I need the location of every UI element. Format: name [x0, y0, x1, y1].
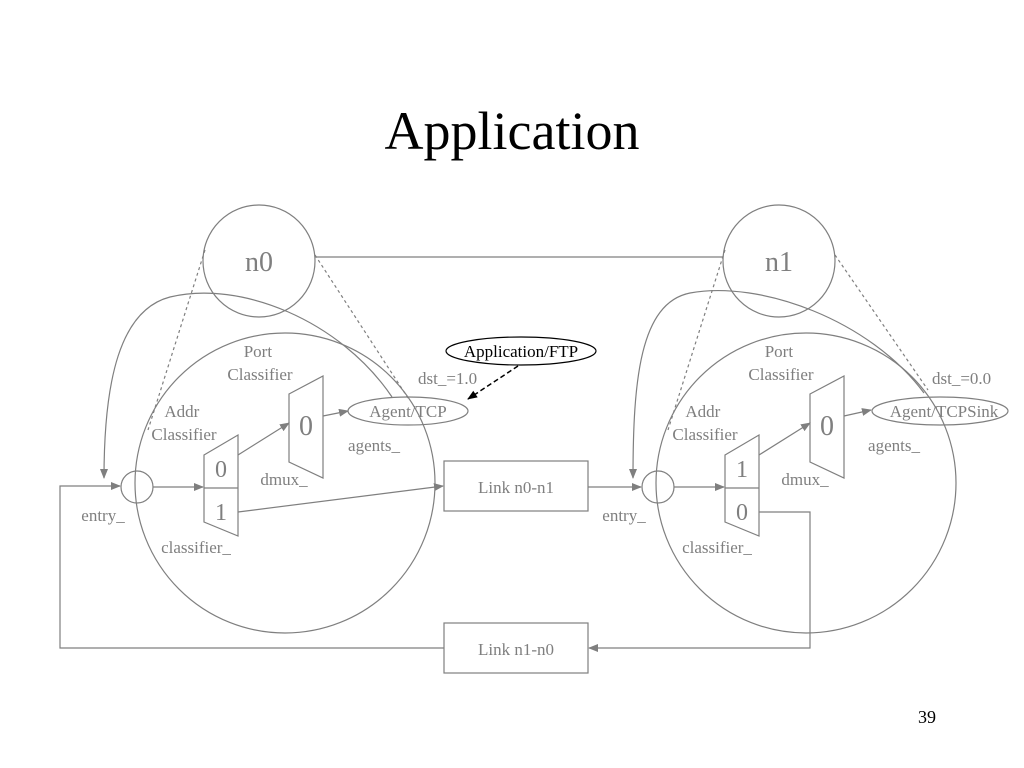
node-n0-dmux-to-agent-arrow: [322, 408, 349, 417]
node-n1-classifier-to-dmux-arrow: [758, 422, 811, 456]
application-ftp-label: Application/FTP: [464, 342, 578, 361]
node-n1-port-classifier-label: Port Classifier: [748, 342, 813, 384]
node-n0-dst-label: dst_=1.0: [418, 369, 477, 388]
node-n1-entry: [641, 470, 675, 504]
node-n0-entry-label: entry_: [81, 506, 125, 525]
slide-title: Application: [384, 101, 640, 161]
application-to-agent-arrow: [467, 365, 519, 400]
node-n0-addr-classifier-label: Addr Classifier: [151, 402, 216, 444]
node-n0: n0 Port Classifier Addr Classifier 0 1 0…: [81, 204, 477, 634]
node-n1-addr-slot-1: 1: [736, 457, 748, 483]
node-n0-classifier-label: classifier_: [161, 538, 231, 557]
node-n0-agents-label: agents_: [348, 436, 400, 455]
node-n1-zoom-line-right: [834, 254, 929, 391]
node-n1-agents-label: agents_: [868, 436, 920, 455]
node-n1: n1 Port Classifier Addr Classifier 1 0 0…: [602, 204, 1009, 634]
node-n0-addr-slot-1: 1: [215, 500, 227, 526]
node-n0-label: n0: [245, 247, 273, 278]
node-n1-agent[interactable]: [871, 396, 1009, 426]
link-n1-n0-label: Link n1-n0: [478, 640, 554, 659]
link-back-to-n0-entry-arrow: [59, 482, 444, 649]
node-n1-agent-label: Agent/TCPSink: [890, 402, 999, 421]
node-n0-dmux-label: dmux_: [260, 470, 308, 489]
node-n0-addr-slot-0: 0: [215, 457, 227, 483]
node-n1-body: [655, 332, 957, 634]
link-n0-n1-label: Link n0-n1: [478, 478, 554, 497]
node-n0-dmux-slot: 0: [299, 411, 313, 442]
node-n0-entry: [120, 470, 154, 504]
node-n0-addr-classifier: [203, 433, 239, 537]
node-n1-zoom-line-left: [667, 249, 726, 431]
node-n0-circle: [202, 204, 316, 318]
node-n1-dmux-label: dmux_: [781, 470, 829, 489]
node-n1-label: n1: [765, 247, 793, 278]
node-n1-dmux-slot: 0: [820, 411, 834, 442]
node-n0-dmux: [288, 375, 324, 479]
node-n1-addr-classifier-label: Addr Classifier: [672, 402, 737, 444]
node-n1-dmux: [809, 375, 845, 479]
node-n1-classifier-label: classifier_: [682, 538, 752, 557]
node-n0-port-classifier-label: Port Classifier: [227, 342, 292, 384]
node-n0-zoom-line-right: [314, 254, 409, 399]
node-n0-agent-to-entry-arrow: [100, 292, 393, 479]
n1-to-link-back-arrow: [588, 511, 811, 652]
node-n0-body: [134, 332, 436, 634]
link-n0-n1-box[interactable]: [443, 460, 589, 512]
node-n1-entry-label: entry_: [602, 506, 646, 525]
node-n1-addr-classifier: [724, 433, 760, 537]
node-n1-circle: [722, 204, 836, 318]
node-n1-dmux-to-agent-arrow: [843, 408, 872, 417]
node-n0-zoom-line-left: [147, 249, 206, 431]
page-number: 39: [918, 707, 936, 727]
application-ftp[interactable]: [445, 336, 597, 366]
node-n1-agent-to-entry-arrow: [629, 289, 925, 479]
node-n0-agent-label: Agent/TCP: [369, 402, 446, 421]
node-n0-classifier-to-dmux-arrow: [237, 422, 290, 456]
node-n1-dst-label: dst_=0.0: [932, 369, 991, 388]
node-n0-to-link-arrow: [237, 483, 444, 513]
node-n1-addr-slot-0: 0: [736, 500, 748, 526]
